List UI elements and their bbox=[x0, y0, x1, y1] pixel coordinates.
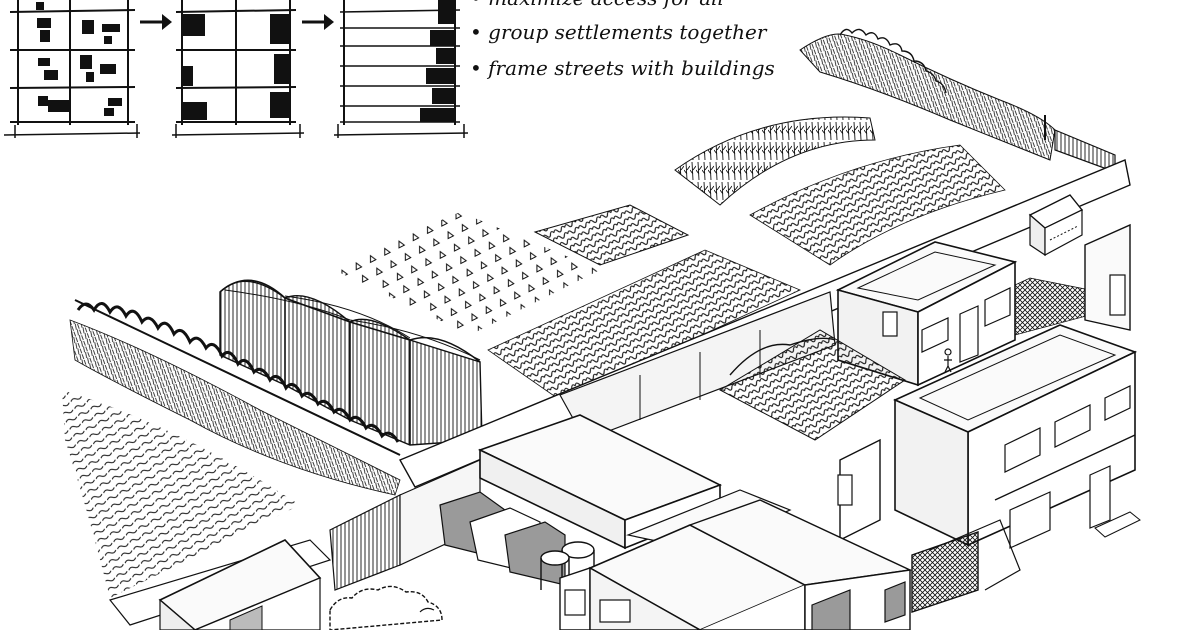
window-icon bbox=[564, 589, 586, 616]
diagram-panel-framed bbox=[333, 0, 469, 138]
house-large-right bbox=[893, 324, 1141, 549]
house-bottom-left bbox=[158, 539, 322, 630]
window-icon bbox=[1104, 385, 1131, 421]
window-icon bbox=[1004, 427, 1041, 473]
window-icon bbox=[984, 287, 1011, 327]
note-maximize-access: • maximize access for all bbox=[470, 0, 724, 10]
note-group-settlements: • group settlements together bbox=[470, 20, 767, 44]
crop-field-rows bbox=[749, 144, 1006, 266]
water-tank-icon bbox=[540, 541, 595, 590]
slatted-fence bbox=[329, 494, 401, 591]
garage-door bbox=[811, 589, 851, 630]
grass-field bbox=[69, 319, 401, 496]
dark-gate bbox=[911, 531, 979, 613]
dark-crop-field bbox=[533, 204, 690, 266]
door-icon bbox=[959, 305, 979, 363]
utility-shed bbox=[837, 438, 881, 542]
hedgerow bbox=[799, 28, 1056, 161]
window-icon bbox=[921, 317, 949, 353]
door-icon bbox=[837, 474, 853, 506]
grain-field bbox=[674, 116, 876, 206]
window-icon bbox=[1054, 404, 1091, 448]
back-fence bbox=[1054, 129, 1116, 173]
settlement-diagram bbox=[3, 0, 469, 138]
diagram-panel-scattered bbox=[3, 0, 141, 138]
shaded-sheds bbox=[439, 491, 566, 586]
door-icon bbox=[1089, 465, 1111, 529]
window-icon bbox=[599, 599, 631, 623]
small-shed bbox=[1028, 194, 1084, 257]
arrow-icon bbox=[302, 14, 334, 30]
person-icon bbox=[944, 348, 952, 373]
crop-field-main bbox=[487, 249, 801, 401]
door-icon bbox=[1109, 274, 1126, 316]
window-icon bbox=[882, 311, 898, 337]
tree-icon bbox=[329, 585, 443, 630]
diagram-panel-grouped bbox=[171, 0, 305, 138]
house-bottom-center bbox=[559, 499, 913, 630]
house-far-right bbox=[1084, 223, 1131, 331]
shade-greenhouse bbox=[219, 279, 483, 446]
furrow-field bbox=[62, 390, 300, 598]
triangle-crop-field bbox=[330, 212, 600, 335]
window-icon bbox=[1009, 491, 1051, 549]
note-frame-streets: • frame streets with buildings bbox=[470, 56, 775, 80]
vegetable-garden bbox=[718, 329, 906, 441]
farmland bbox=[62, 28, 1116, 598]
arrow-icon bbox=[140, 14, 172, 30]
